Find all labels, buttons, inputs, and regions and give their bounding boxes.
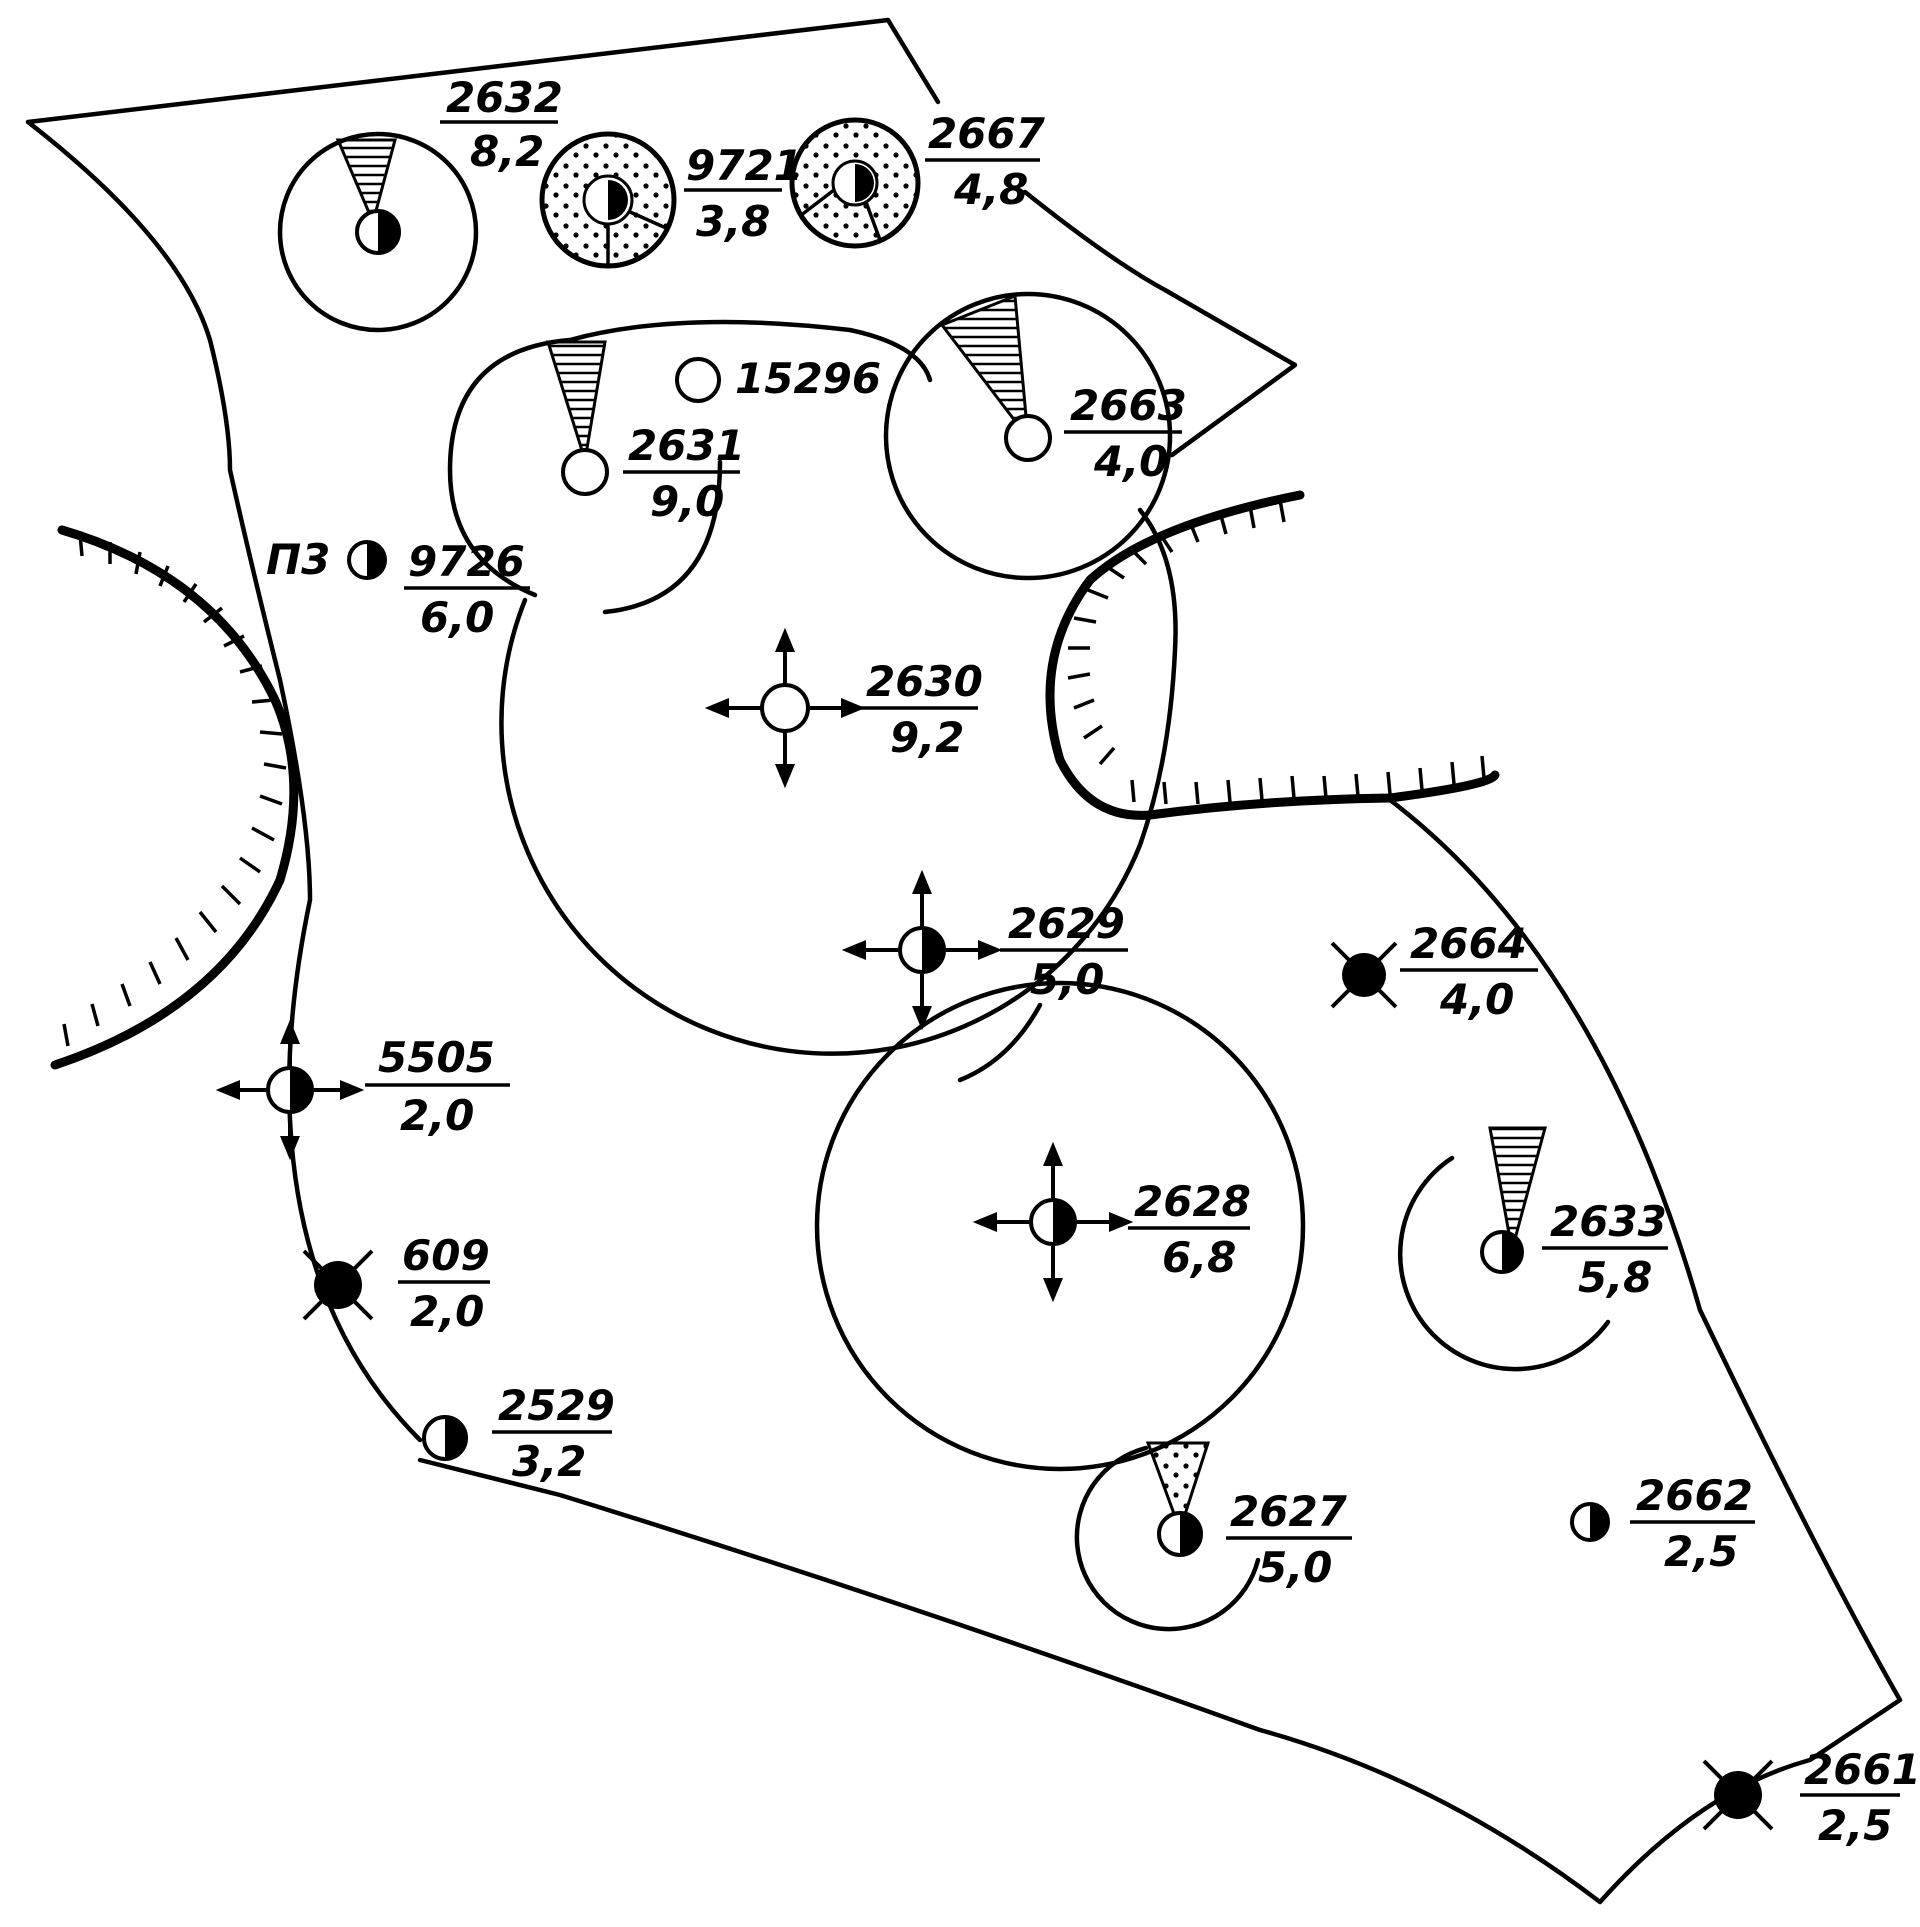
fault-left [50,525,299,1070]
label-2629-value: 5,0 [1030,955,1104,1004]
label-2662-value: 2,5 [1664,1527,1738,1576]
well-9721-symbol [608,180,628,220]
label-2663-name: 2663 [1070,381,1187,430]
label-9721-name: 9721 [686,141,803,190]
well-15296-symbol [675,357,721,403]
well-2633-symbol [1480,1230,1524,1274]
label-9726-name: 9726 [408,537,525,586]
label-2629-name: 2629 [1008,899,1125,948]
well-2667-symbol [855,164,874,202]
label-2529-name: 2529 [498,1381,615,1430]
fault-left-ticks [62,533,287,1047]
well-labels: 2632 8,2 9721 3,8 2667 4,8 15296 2631 9,… [266,73,1920,1850]
well-2529-symbol [422,1415,468,1461]
well-609-symbol [302,1249,374,1321]
contour-large-circle [499,507,1178,1056]
label-2632-name: 2632 [446,73,563,122]
label-2633-value: 5,8 [1578,1253,1652,1302]
contour-2632-circle [277,131,479,333]
label-2661-value: 2,5 [1818,1801,1892,1850]
label-2663-value: 4,0 [1093,437,1168,486]
well-2632-symbol [355,209,401,255]
contour-link-2629 [957,1002,1043,1083]
label-2630-name: 2630 [866,657,983,706]
label-9726-value: 6,0 [420,593,494,642]
label-9721-value: 3,8 [696,197,770,246]
well-2663-symbol [1004,414,1052,462]
label-609-value: 2,0 [410,1287,484,1336]
label-p3: П3 [266,535,330,584]
label-15296-name: 15296 [735,354,881,403]
deposit-boundary [25,17,1903,1905]
well-2661-symbol [1702,1759,1774,1831]
label-5505-name: 5505 [378,1033,495,1082]
sector-2631 [545,340,607,461]
sector-2632 [335,138,397,227]
well-2664-symbol [1330,941,1398,1009]
label-2664-name: 2664 [1410,919,1527,968]
well-2629-symbol [898,926,946,974]
well-2630-symbol [760,683,810,733]
label-2667-value: 4,8 [953,165,1028,214]
contour-2633-circle [1397,1155,1611,1372]
well-5505-symbol [266,1066,314,1114]
label-2662-name: 2662 [1636,1471,1753,1520]
contour-top-circle [447,319,933,598]
label-2632-value: 8,2 [470,127,544,176]
label-2631-name: 2631 [628,421,745,470]
label-2627-name: 2627 [1230,1487,1348,1536]
label-2633-name: 2633 [1550,1197,1667,1246]
label-2628-value: 6,8 [1162,1233,1236,1282]
well-symbols [266,164,1774,1831]
well-2627-symbol [1157,1511,1203,1557]
label-2631-value: 9,0 [650,477,724,526]
contour-2627-circle [1074,1445,1261,1632]
label-2667-name: 2667 [928,109,1046,158]
sector-2627 [1145,1441,1211,1535]
well-2662-symbol [1570,1502,1610,1542]
well-p3-symbol [347,540,387,580]
label-5505-value: 2,0 [400,1091,474,1140]
well-2628-symbol [1029,1198,1077,1246]
contour-2628-circle [814,980,1306,1472]
label-2630-value: 9,2 [890,713,964,762]
label-2661-name: 2661 [1804,1745,1920,1794]
fault-right-ticks [1067,499,1486,805]
injection-arrows [215,627,1134,1303]
label-2529-value: 3,2 [512,1437,586,1486]
sector-2663 [939,293,1030,444]
fault-right [1045,490,1500,820]
well-2631-symbol [561,448,609,496]
label-bars [365,120,1900,1797]
label-2627-value: 5,0 [1258,1543,1332,1592]
contour-2631-arc [602,459,723,615]
sector-2633 [1488,1126,1547,1251]
label-2664-value: 4,0 [1439,975,1514,1024]
contour-2663-circle [883,291,1173,581]
label-609-name: 609 [402,1231,490,1280]
label-2628-name: 2628 [1134,1177,1251,1226]
